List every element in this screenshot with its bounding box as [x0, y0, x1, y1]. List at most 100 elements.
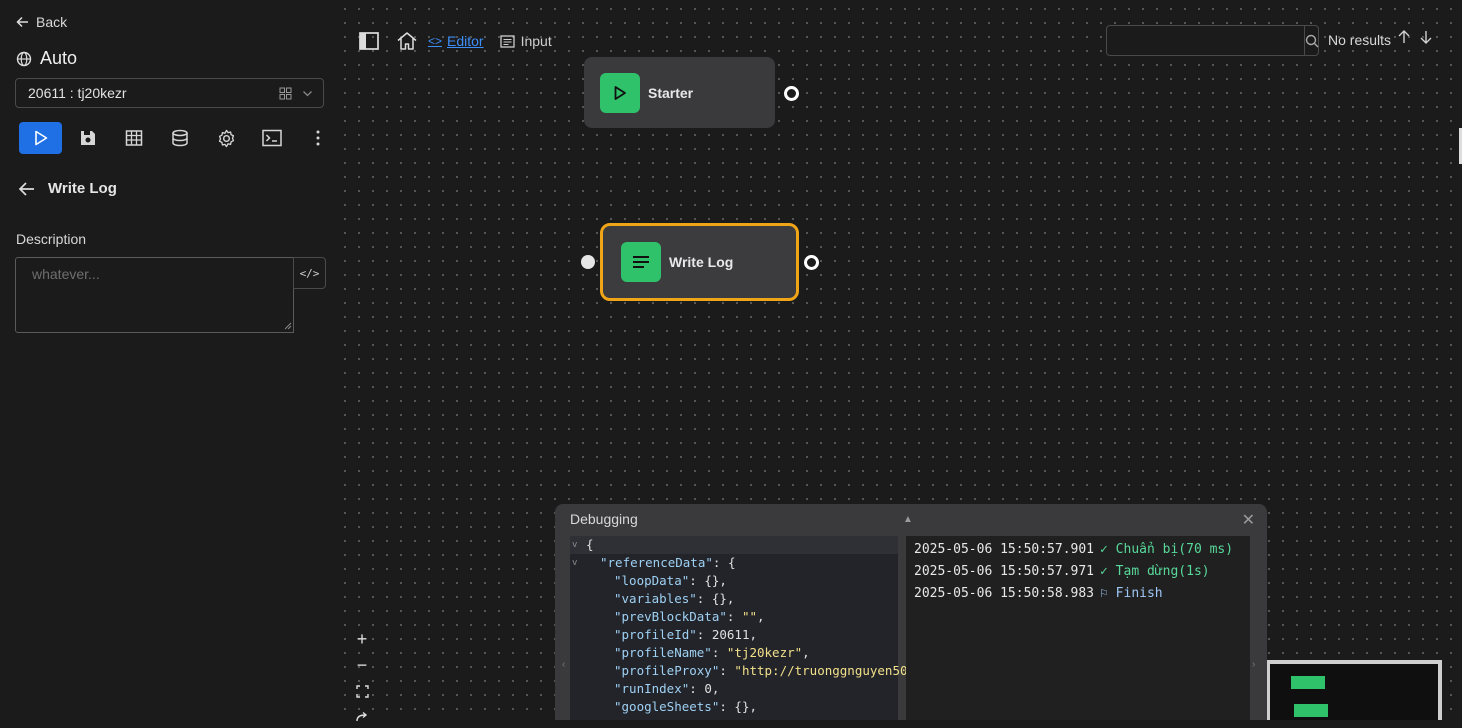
tab-input[interactable]: Input	[499, 33, 552, 49]
description-label: Description	[16, 231, 87, 247]
block-title: Write Log	[48, 180, 117, 197]
writelog-input-port[interactable]	[581, 255, 595, 269]
minimap-node	[1291, 676, 1325, 689]
starter-node[interactable]: Starter	[584, 57, 775, 128]
zoom-out-icon[interactable]: −	[356, 654, 368, 675]
arrow-down-icon[interactable]	[1419, 30, 1433, 44]
more-vertical-icon	[316, 130, 320, 146]
sidebar: Back Auto 20611 : tj20kezr	[0, 0, 334, 720]
json-line: "googleSheets": {},	[614, 699, 757, 714]
code-toggle-button[interactable]: </>	[293, 257, 326, 289]
arrow-up-icon[interactable]	[1397, 30, 1411, 44]
search-box	[1106, 25, 1319, 56]
json-line: "prevBlockData": "",	[614, 609, 765, 624]
globe-icon	[16, 51, 32, 66]
json-line: "profileProxy": "http://truonggnguyen50:	[614, 663, 916, 678]
writelog-node[interactable]: Write Log	[600, 223, 799, 301]
profile-value: 20611 : tj20kezr	[28, 85, 127, 101]
console-button[interactable]	[249, 122, 295, 154]
grid-icon[interactable]	[279, 87, 292, 100]
log-timestamp: 2025-05-06 15:50:58.983	[914, 586, 1095, 601]
more-button[interactable]	[295, 122, 341, 154]
json-line: "profileId": 20611,	[614, 627, 758, 642]
debug-panel: Debugging ▲ ✕ ‹ › v{v"referenceData": { "…	[555, 504, 1267, 720]
json-line: "profileName": "tj20kezr",	[614, 645, 810, 660]
log-entry: 2025-05-06 15:50:58.983 ⚐ Finish	[906, 583, 1250, 605]
flag-icon: ⚐	[1100, 586, 1116, 601]
run-button[interactable]	[19, 122, 62, 154]
tab-input-label: Input	[520, 33, 552, 49]
block-toolbar	[19, 122, 341, 154]
block-header: Write Log	[18, 180, 117, 197]
search-input[interactable]	[1107, 26, 1304, 55]
arrow-left-icon[interactable]	[18, 181, 36, 197]
chevron-right-icon[interactable]: ›	[1252, 659, 1256, 670]
fold-toggle-icon[interactable]: v	[572, 558, 578, 568]
storage-button[interactable]	[157, 122, 203, 154]
writelog-output-port[interactable]	[804, 255, 819, 270]
table-button[interactable]	[111, 122, 157, 154]
log-message: ⚐ Finish	[1100, 586, 1163, 601]
description-field[interactable]	[15, 257, 294, 333]
workflow-name: Auto	[40, 48, 78, 68]
log-entry: 2025-05-06 15:50:57.901 ✓ Chuẩn bị(70 ms)	[906, 539, 1250, 561]
log-timestamp: 2025-05-06 15:50:57.901	[914, 542, 1095, 557]
run-icon	[34, 130, 47, 146]
json-line: "runIndex": 0,	[614, 681, 720, 696]
settings-button[interactable]	[203, 122, 249, 154]
zoom-in-icon[interactable]: +	[356, 628, 368, 649]
edge-indicator	[1459, 128, 1462, 164]
fit-view-icon[interactable]	[355, 680, 369, 702]
text-lines-icon	[621, 242, 661, 282]
form-icon	[499, 34, 515, 48]
log-entry: 2025-05-06 15:50:57.971 ✓ Tạm dừng(1s)	[906, 561, 1250, 583]
json-line: "loopData": {},	[614, 573, 727, 588]
minimap[interactable]	[1266, 660, 1442, 720]
table-icon	[125, 130, 143, 146]
collapse-icon[interactable]: ▲	[903, 514, 913, 525]
terminal-icon	[262, 129, 282, 147]
chevron-down-icon	[303, 90, 312, 96]
workflow-title: Auto	[16, 48, 77, 69]
redirect-icon[interactable]	[355, 706, 369, 728]
json-viewer[interactable]: v{v"referenceData": { "loopData": {}, "var…	[570, 536, 916, 720]
search-button[interactable]	[1304, 26, 1319, 55]
tab-editor[interactable]: <> Editor	[428, 33, 484, 49]
search-results-count: No results	[1328, 32, 1392, 48]
sidebar-toggle-icon[interactable]	[358, 31, 380, 51]
json-line: v"referenceData": {	[572, 555, 736, 570]
log-message: ✓ Tạm dừng(1s)	[1100, 564, 1210, 579]
log-viewer: 2025-05-06 15:50:57.901 ✓ Chuẩn bị(70 ms)…	[906, 536, 1250, 720]
zoom-controls: + −	[349, 628, 375, 728]
chevron-left-icon[interactable]: ‹	[562, 659, 566, 670]
minimap-node	[1294, 704, 1328, 717]
check-icon: ✓	[1100, 564, 1116, 579]
play-icon	[600, 72, 640, 113]
back-button[interactable]: Back	[16, 14, 67, 30]
save-icon	[81, 131, 95, 145]
code-icon: <>	[428, 34, 443, 48]
tab-editor-label: Editor	[447, 33, 484, 49]
json-line: v{	[570, 536, 898, 554]
writelog-node-label: Write Log	[669, 254, 734, 270]
arrow-left-icon	[16, 16, 28, 28]
database-icon	[172, 129, 188, 147]
profile-select[interactable]: 20611 : tj20kezr	[15, 78, 324, 108]
top-navigation: <> Editor Input	[358, 28, 552, 54]
starter-node-label: Starter	[648, 84, 694, 101]
debug-title: Debugging	[570, 511, 638, 527]
log-timestamp: 2025-05-06 15:50:57.971	[914, 564, 1095, 579]
log-message: ✓ Chuẩn bị(70 ms)	[1100, 542, 1234, 557]
search-icon	[1305, 34, 1319, 47]
save-button[interactable]	[65, 122, 111, 154]
fold-toggle-icon[interactable]: v	[572, 540, 578, 550]
check-icon: ✓	[1100, 542, 1116, 557]
resize-handle-icon[interactable]	[284, 322, 292, 330]
back-label: Back	[36, 14, 68, 30]
gear-icon	[218, 129, 234, 147]
close-icon[interactable]: ✕	[1241, 512, 1255, 529]
home-icon[interactable]	[396, 31, 418, 51]
search-nav	[1397, 30, 1433, 44]
json-line: "variables": {},	[614, 591, 735, 606]
starter-output-port[interactable]	[784, 86, 799, 101]
